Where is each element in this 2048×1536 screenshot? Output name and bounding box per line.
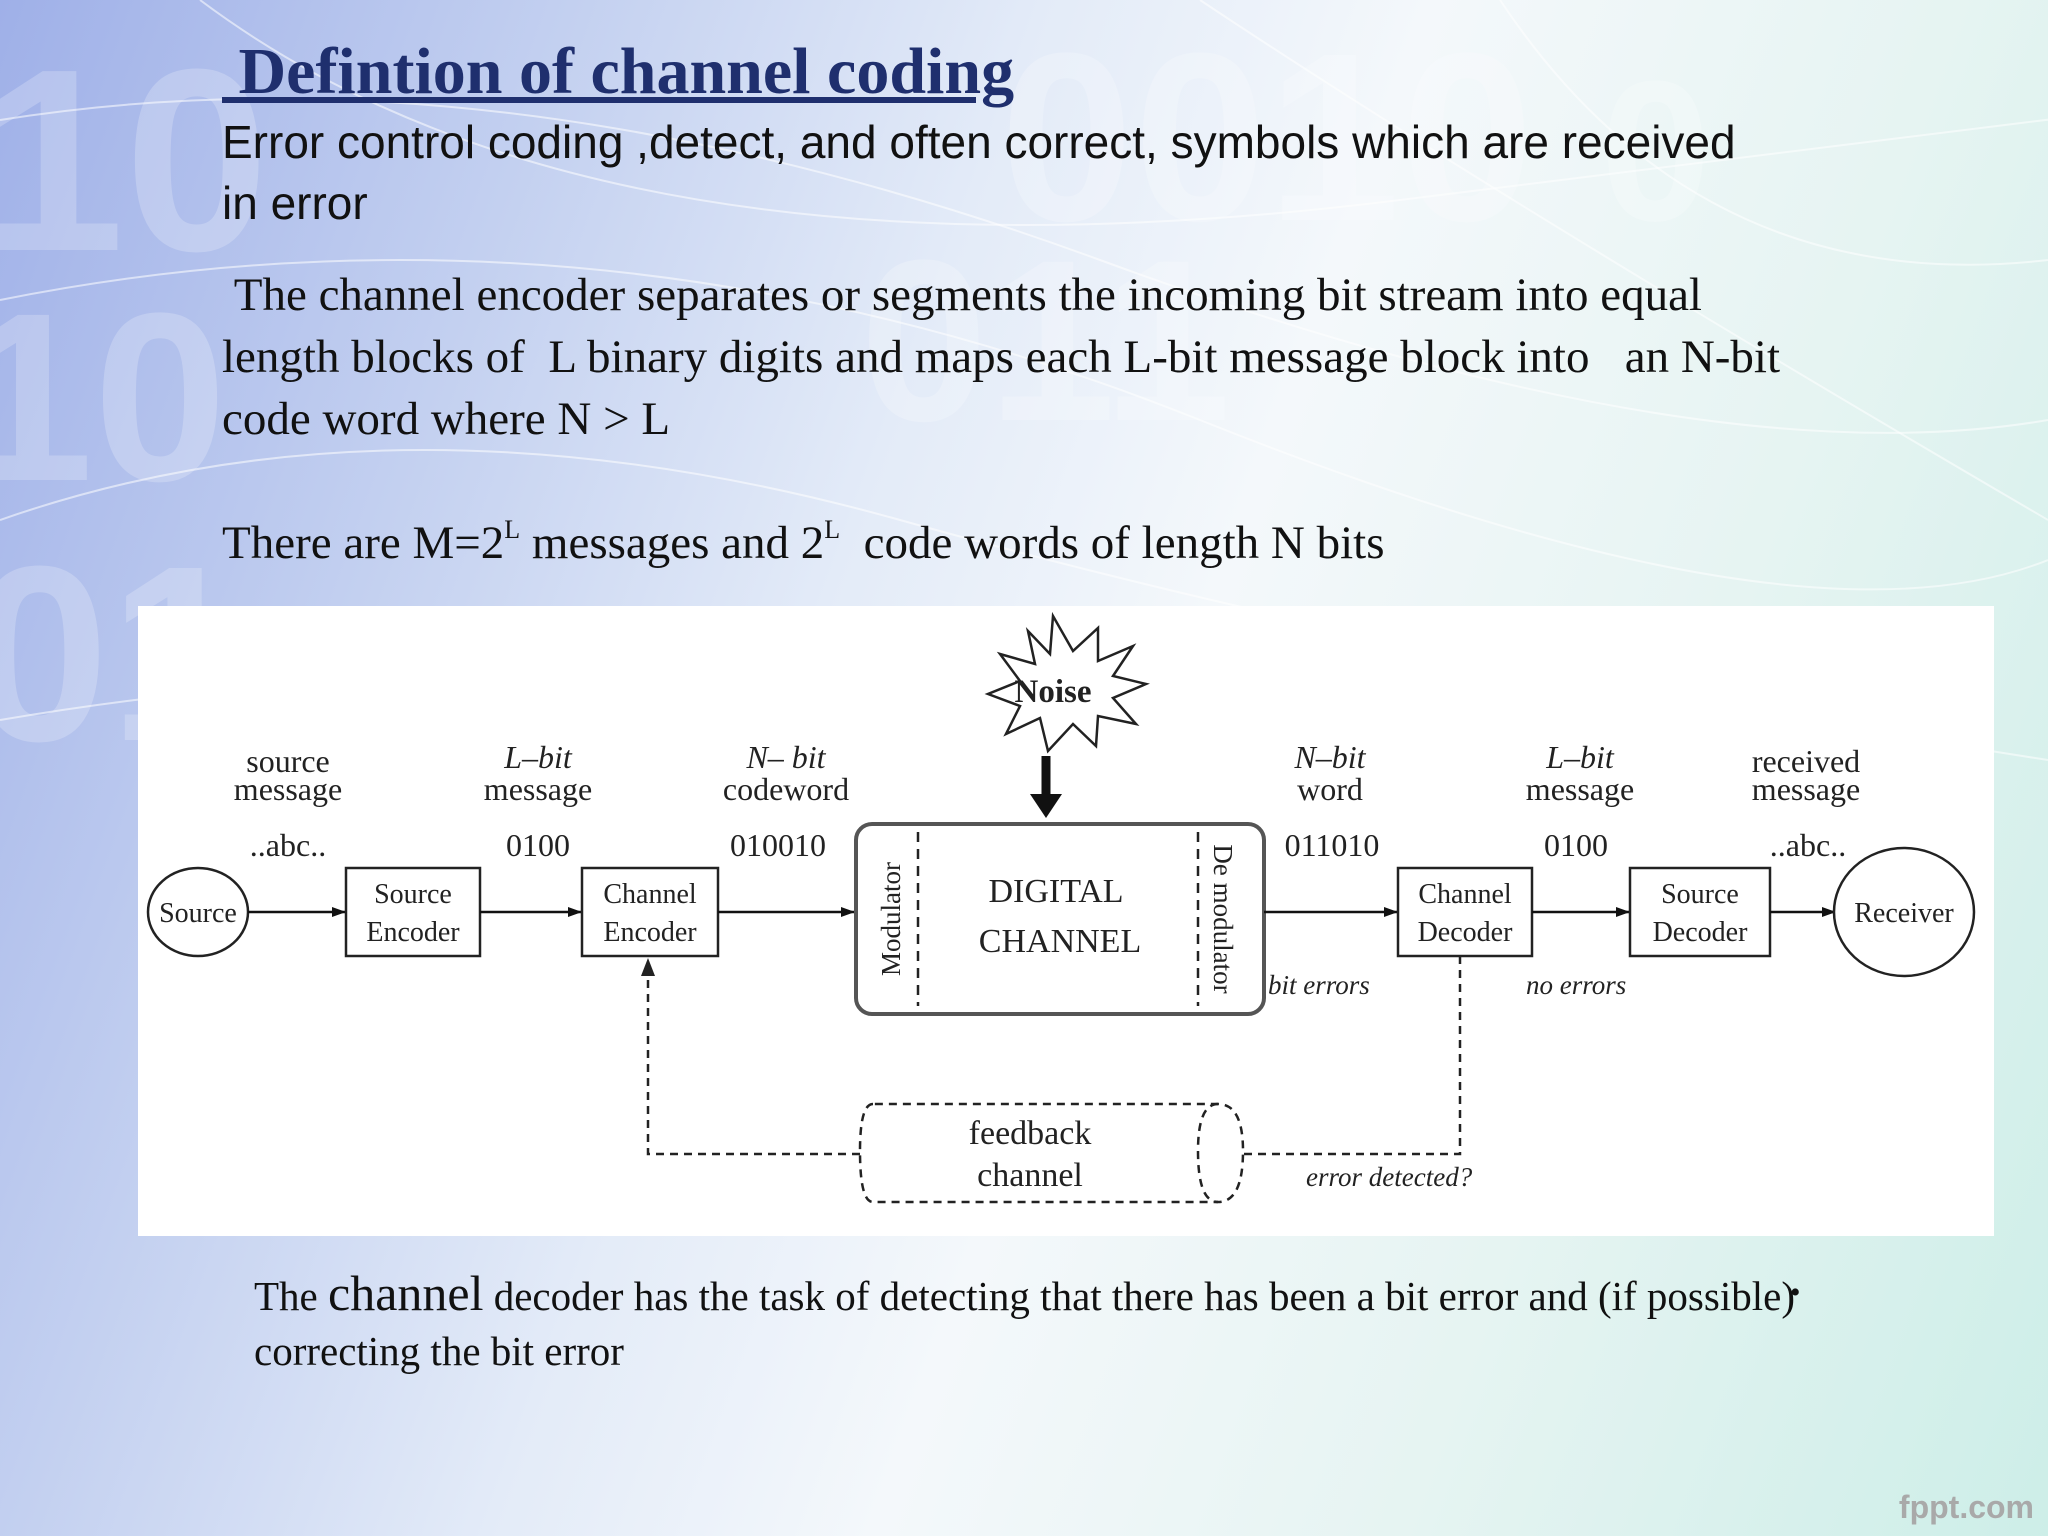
label-rlbit-value: 0100 xyxy=(1544,827,1608,863)
bullet-marker: • xyxy=(1790,1276,1801,1309)
feedback-label-1: feedback xyxy=(969,1115,1092,1152)
feedback-label-2: channel xyxy=(977,1157,1083,1194)
label-rlbit-2: message xyxy=(1526,771,1634,807)
label-source-message-1: source xyxy=(246,743,330,779)
channel-decoder-label-1: Channel xyxy=(1418,879,1512,910)
label-nword-2: word xyxy=(1297,771,1363,807)
messages-sup2: L xyxy=(824,515,841,544)
feedback-path-decoder xyxy=(1238,956,1462,1156)
label-lbit-1: L–bit xyxy=(503,739,573,775)
intro-text: Error control coding ,detect, and often … xyxy=(222,116,1736,229)
no-errors-label: no errors xyxy=(1526,970,1626,1000)
label-nword-1: N–bit xyxy=(1293,739,1366,775)
source-encoder-label-1: Source xyxy=(374,879,452,910)
label-nword-value: 011010 xyxy=(1285,827,1380,863)
source-encoder-box xyxy=(344,866,482,958)
label-received-value: ..abc.. xyxy=(1770,827,1846,863)
source-encoder-label-2: Encoder xyxy=(366,917,460,948)
slide-title: Defintion of channel coding xyxy=(222,35,1015,108)
channel-coding-diagram: Noise source message ..abc.. L–bit messa… xyxy=(138,606,1994,1236)
label-rlbit-1: L–bit xyxy=(1545,739,1615,775)
messages-sup1: L xyxy=(504,515,521,544)
decoder-post: decoder has the task of detecting that t… xyxy=(254,1273,1795,1374)
source-decoder-label-1: Source xyxy=(1661,879,1739,910)
demodulator-label: De modulator xyxy=(1208,844,1238,993)
error-detected-label: error detected? xyxy=(1306,1162,1473,1192)
digital-channel-label-2: CHANNEL xyxy=(979,923,1141,960)
label-nbit-value: 010010 xyxy=(730,827,826,863)
messages-part1: There are M=2 xyxy=(222,517,505,569)
label-nbit-1: N– bit xyxy=(745,739,826,775)
receiver-node-label: Receiver xyxy=(1854,898,1954,929)
feedback-channel-shape xyxy=(858,1102,1245,1204)
channel-encoder-label-2: Encoder xyxy=(603,917,697,948)
messages-line: There are M=2L messages and 2L code word… xyxy=(222,512,1782,574)
noise-arrow-head xyxy=(1030,794,1062,818)
receiver-node xyxy=(1832,846,1976,978)
channel-encoder-label-1: Channel xyxy=(603,879,697,910)
diagram-svg: Noise source message ..abc.. L–bit messa… xyxy=(146,611,1976,1204)
label-received-1: received xyxy=(1752,743,1860,779)
feedback-path-encoder xyxy=(646,976,860,1156)
messages-part3: code words of length N bits xyxy=(840,517,1385,569)
label-lbit-value: 0100 xyxy=(506,827,570,863)
label-received-2: message xyxy=(1752,771,1860,807)
digital-channel-label-1: DIGITAL xyxy=(988,873,1123,910)
source-decoder-box xyxy=(1628,866,1772,958)
label-nbit-2: codeword xyxy=(723,771,849,807)
bit-errors-label: bit errors xyxy=(1268,970,1370,1000)
source-decoder-label-2: Decoder xyxy=(1653,917,1749,948)
decoder-pre: The xyxy=(254,1273,328,1319)
label-source-value: ..abc.. xyxy=(250,827,326,863)
decoder-paragraph: The channel decoder has the task of dete… xyxy=(254,1266,1814,1379)
decoder-emphasis: channel xyxy=(328,1265,484,1321)
feedback-encoder-arrow-head xyxy=(641,958,655,976)
feedback-channel-end xyxy=(1196,1102,1219,1204)
digital-channel-box xyxy=(854,822,1266,1016)
channel-decoder-label-2: Decoder xyxy=(1418,917,1514,948)
encoder-paragraph: The channel encoder separates or segment… xyxy=(222,269,1792,445)
source-node-label: Source xyxy=(159,898,237,929)
modulator-label: Modulator xyxy=(876,862,906,976)
noise-label: Noise xyxy=(1015,674,1092,710)
messages-part2: messages and 2 xyxy=(520,517,825,569)
fppt-watermark: fppt.com xyxy=(1898,1489,2034,1525)
label-lbit-2: message xyxy=(484,771,592,807)
noise-burst xyxy=(984,611,1150,754)
label-source-message-2: message xyxy=(234,771,342,807)
svg-text:10: 10 xyxy=(0,263,227,531)
